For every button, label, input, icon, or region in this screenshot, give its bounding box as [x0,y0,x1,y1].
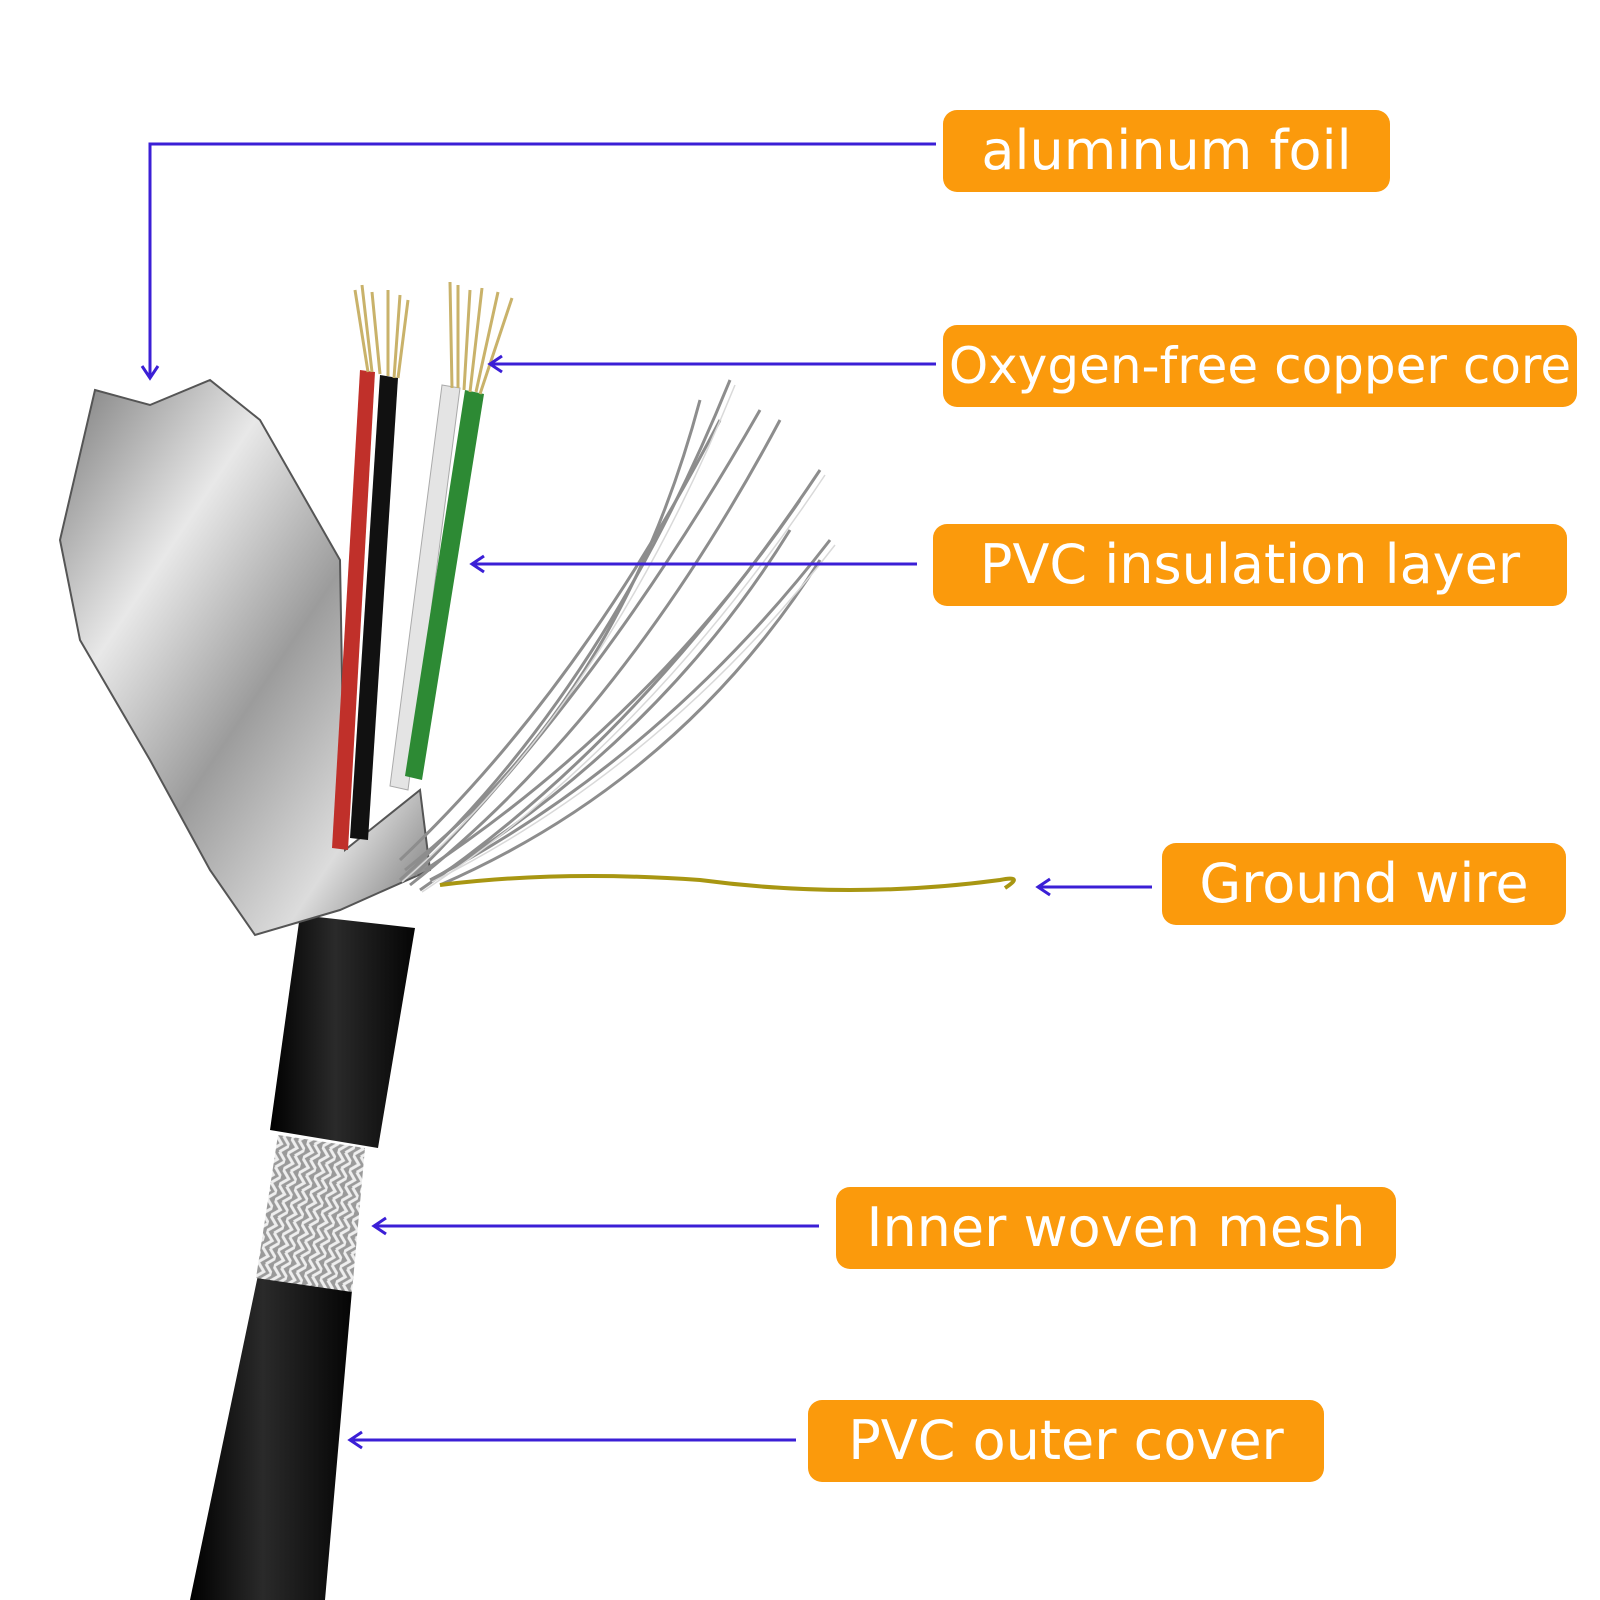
inner-jacket [270,915,415,1148]
leader-aluminum-foil [148,142,936,376]
leader-woven-mesh [371,1216,819,1236]
leader-outer-cover [347,1430,796,1450]
black-wire [350,375,398,840]
label-aluminum-foil: aluminum foil [943,110,1390,192]
outer-cover [190,1275,352,1600]
label-woven-mesh: Inner woven mesh [836,1187,1396,1269]
label-outer-cover: PVC outer cover [808,1400,1324,1482]
leader-copper-core [487,354,936,374]
white-wire [389,384,461,791]
ground-wire [439,874,1016,892]
leader-insulation [469,554,917,574]
copper-cores [353,281,514,395]
leader-lines [140,142,1152,1450]
label-insulation: PVC insulation layer [933,524,1567,606]
label-copper-core: Oxygen-free copper core [943,325,1577,407]
shield-strands [398,379,832,892]
leader-ground-wire [1035,877,1152,897]
woven-mesh [256,1135,365,1292]
green-wire [405,390,484,780]
label-ground-wire: Ground wire [1162,843,1566,925]
red-wire [332,370,375,850]
